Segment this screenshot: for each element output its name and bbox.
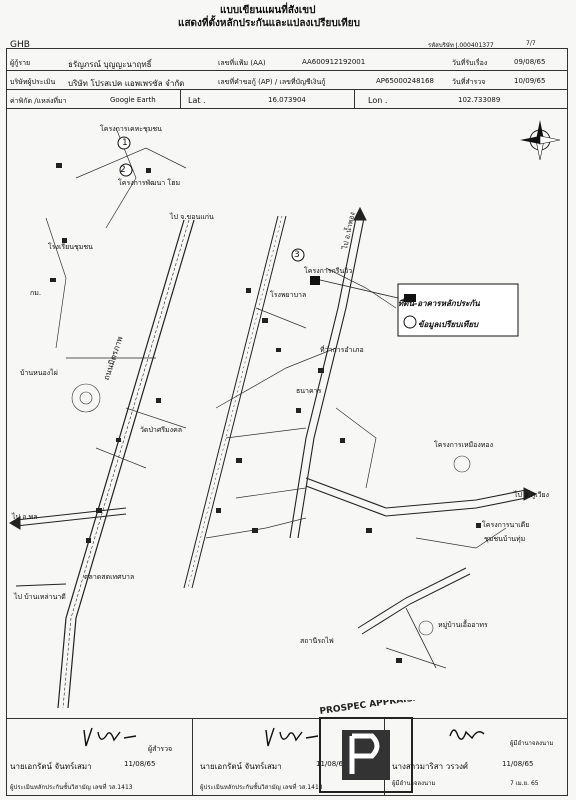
aa-label: เลขที่แฟ้ม (AA) [218,59,266,67]
row-divider-3 [6,108,568,109]
collateral-pointer [319,279,399,299]
ap-label: เลขที่คำขอกู้ (AP) / เลขที่บัญชีเงินกู้ [218,78,326,86]
tree-symbols [71,383,471,636]
received-label: วันที่รับเรื่อง [452,59,488,67]
legend-box [397,283,519,337]
sig1-date: 11/08/65 [124,760,156,768]
road-east [305,477,538,517]
col-divider-1 [180,89,181,108]
comp-1-number: 1 [122,138,128,148]
map-label-village: บ้านหนองไผ่ [20,369,58,377]
comparable-marker-1 [119,163,133,177]
north-arrow-icon [520,120,561,161]
signature-2-image [265,727,319,747]
legend-comparable-swatch [403,315,417,329]
org-label: GHB [10,40,30,50]
legend-comparable-label: ข้อมูลเปรียบเทียบ [418,320,479,329]
title-line-2: แสดงที่ตั้งหลักประกันและแปลงเปรียบเทียบ [178,18,360,29]
map-label-office: ที่ว่าการอำเภอ [320,346,364,354]
location-value: Google Earth [110,96,156,104]
ap-value: AP65000248168 [376,77,434,85]
highway-mitraphap [57,219,195,709]
legend-collateral-swatch [404,294,416,302]
map-label-to-se: ไป บ้านเหล่านาดี [14,593,66,601]
row-divider-1 [6,70,568,71]
requester-value: ธรัญภรณ์ บุญญะนาฤทธิ์ [68,60,152,69]
page-number: 7/7 [526,40,536,47]
location-map [9,120,561,709]
map-label-proj5: โครงการนาเดีย [482,521,530,529]
lat-label: Lat . [188,96,206,105]
comp-3-number: 3 [294,250,300,260]
minor-roads [45,127,507,669]
sig1-role: ผู้สำรวจ [148,745,173,753]
svg-text:PROSPEC APPRAISAL: PROSPEC APPRAISAL [319,700,420,717]
doc-code: รหัสบริษัท J.000401377 [428,42,494,49]
company-stamp-image: PROSPEC APPRAISAL [319,700,420,793]
map-label-bank: ธนาคาร [296,387,322,395]
railway-line [183,215,287,589]
lat-value: 16.073904 [268,96,306,104]
map-label-village2: ชุมชนบ้านทุ่ม [484,535,526,543]
map-label-market: ตลาดสดเทศบาล [84,573,135,581]
sig3-date-2: 7 เม.ย. 65 [510,780,539,787]
lon-value: 102.733089 [458,96,501,104]
aa-value: AA600912192001 [302,58,366,66]
collateral-marker [310,276,320,285]
footer-divider [6,718,568,719]
received-value: 09/08/65 [514,58,546,66]
map-label-kms: กม. [30,289,42,297]
legend-collateral-label: ที่ดิน-อาคารหลักประกัน [398,299,480,308]
comp-2-number: 2 [120,165,126,175]
map-label-proj3: โครงการกรีนวิว [304,267,353,275]
map-label-proj4: โครงการเหมืองทอง [434,441,494,449]
road-south-east [357,567,471,669]
map-label-proj2: โครงการพัฒนา โฮม [118,179,181,187]
row-divider-2 [6,89,568,90]
map-label-proj1: โครงการเคหะชุมชน [100,125,162,133]
signature-3-image [449,729,485,740]
map-label-to-north: ไป จ.ขอนแก่น [170,213,214,221]
sig3-date: 11/08/65 [502,760,534,768]
document-frame [6,48,568,796]
sig1-name: นายเอกรัตน์ จันทร์เสมา [10,762,92,771]
map-label-station: สถานีรถไฟ [300,637,334,645]
map-label-to-right: ไป อ.ภูเวียง [514,491,550,499]
company-value: บริษัท โปรสเปค แอพเพรซัล จำกัด [68,79,185,88]
lon-label: Lon . [368,96,388,105]
map-label-school: โรงเรียนชุมชน [48,243,93,251]
survey-value: 10/09/65 [514,77,546,85]
building-markers [50,163,481,663]
map-label-temple: วัดป่าศรีมงคล [140,426,183,434]
map-label-to-left: ไป อ.พล [12,513,38,521]
sig3-role-2: ผู้มีอำนาจลงนาม [392,780,436,787]
sig2-date: 11/08/65 [316,760,348,768]
sig2-name: นายเอกรัตน์ จันทร์เสมา [200,762,282,771]
map-label-village3: หมู่บ้านเอื้ออาทร [438,621,488,629]
survey-label: วันที่สำรวจ [452,78,486,86]
sig2-license: ผู้ประเมินหลักประกันชั้นวิสามัญ เลขที่ ว… [200,784,323,791]
col-divider-2 [354,89,355,108]
comparable-marker-3 [291,248,305,262]
signature-1-image [83,727,137,747]
comparable-marker-2 [117,136,131,150]
map-label-hosp: โรงพยาบาล [270,291,307,299]
title-line-1: แบบเขียนแผนที่สังเขป [220,5,316,16]
footer-col-1 [192,718,193,796]
requester-label: ผู้กู้ราย [10,59,31,67]
sig3-name: นางสาวมาริสา วรวงศ์ [392,762,468,771]
road-west [9,357,156,587]
sig3-role: ผู้มีอำนาจลงนาม [510,740,554,747]
sig1-license: ผู้ประเมินหลักประกันชั้นวิสามัญ เลขที่ ว… [10,784,133,791]
company-label: บริษัทผู้ประเมิน [10,78,56,86]
location-label: ค่าพิกัด /แหล่งที่มา [10,97,67,105]
